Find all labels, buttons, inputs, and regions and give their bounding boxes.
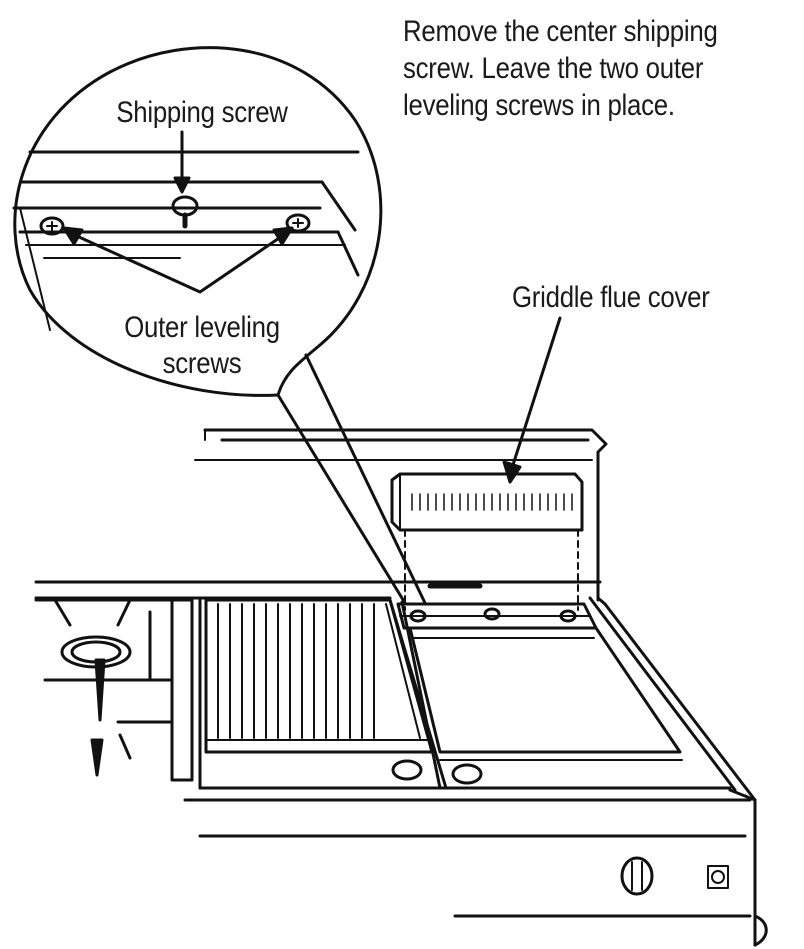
range-body bbox=[34, 428, 768, 947]
outer-leveling-label-line-2: screws bbox=[162, 347, 242, 380]
outer-screw-arrows bbox=[62, 226, 294, 294]
instruction-line-2: screw. Leave the two outer bbox=[403, 52, 704, 85]
instruction-line-3: leveling screws in place. bbox=[403, 89, 675, 122]
flue-screw-right bbox=[559, 609, 577, 623]
griddle-flue-cover-label: Griddle flue cover bbox=[512, 281, 710, 314]
grease-hole-left bbox=[391, 759, 423, 781]
outer-screw-left bbox=[39, 216, 65, 236]
callout-tail-right bbox=[304, 353, 427, 605]
flue-screw-left bbox=[409, 609, 427, 623]
flue-cover-arrow bbox=[502, 316, 562, 484]
callout-bubble bbox=[13, 46, 383, 397]
shipping-screw-label: Shipping screw bbox=[116, 96, 288, 129]
shipping-screw bbox=[171, 195, 199, 229]
outer-screw-right bbox=[285, 213, 311, 233]
pilot-light bbox=[707, 865, 729, 889]
magnified-detail bbox=[12, 46, 427, 605]
flue-slot bbox=[396, 583, 598, 630]
flue-screw-center bbox=[483, 607, 501, 621]
grease-hole-right bbox=[451, 763, 483, 785]
smooth-griddle-plate bbox=[400, 600, 732, 790]
ledge-line bbox=[336, 230, 360, 277]
griddle-flue-cover bbox=[390, 472, 584, 611]
instruction-text: Remove the center shipping screw. Leave … bbox=[403, 14, 718, 125]
burner-ring bbox=[60, 635, 132, 669]
outer-leveling-screws-label: Outer leveling screws bbox=[99, 310, 305, 382]
outer-leveling-label-line-1: Outer leveling bbox=[124, 311, 280, 344]
control-knob bbox=[620, 856, 654, 896]
instruction-line-1: Remove the center shipping bbox=[403, 15, 718, 48]
ribbed-griddle-plate bbox=[198, 596, 448, 790]
ledge-line bbox=[320, 180, 357, 232]
burner-cap bbox=[70, 640, 122, 664]
ledge-line bbox=[19, 207, 51, 331]
burner-grate bbox=[34, 598, 194, 782]
shipping-screw-arrow bbox=[173, 130, 191, 194]
